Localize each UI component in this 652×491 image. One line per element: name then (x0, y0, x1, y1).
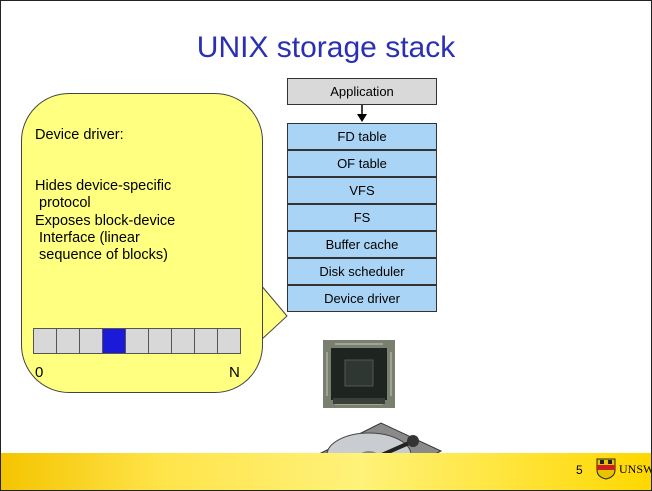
callout-line-4: Interface (linear (35, 230, 140, 246)
chip-image (323, 340, 395, 408)
unsw-crest-icon (596, 458, 616, 480)
block-label-end: N (229, 364, 240, 381)
footer-bar (1, 453, 651, 490)
stack-layer: Disk scheduler (287, 258, 437, 285)
device-driver-callout: Device driver: Hides device-specific pro… (21, 93, 263, 393)
application-box: Application (287, 78, 437, 105)
logo-text: UNSW (619, 461, 652, 476)
page-number: 5 (576, 463, 583, 477)
block (217, 328, 241, 354)
stack-layer: FS (287, 204, 437, 231)
stack-layer: VFS (287, 177, 437, 204)
slide-title: UNIX storage stack (196, 31, 456, 64)
block (56, 328, 80, 354)
callout-line-2: protocol (35, 195, 91, 211)
callout-heading: Device driver: (35, 127, 124, 143)
block-label-start: 0 (35, 364, 44, 381)
callout-line-3: Exposes block-device (35, 213, 176, 229)
callout-line-1: Hides device-specific (35, 178, 172, 194)
stack-layer: Device driver (287, 285, 437, 312)
stack-layer: Buffer cache (287, 231, 437, 258)
stack-layer: FD table (287, 123, 437, 150)
block-sequence (33, 328, 241, 354)
unsw-logo: UNSW (596, 458, 652, 480)
block (33, 328, 57, 354)
block (79, 328, 103, 354)
stack-layer: OF table (287, 150, 437, 177)
callout-line-5: sequence of blocks) (35, 247, 168, 263)
